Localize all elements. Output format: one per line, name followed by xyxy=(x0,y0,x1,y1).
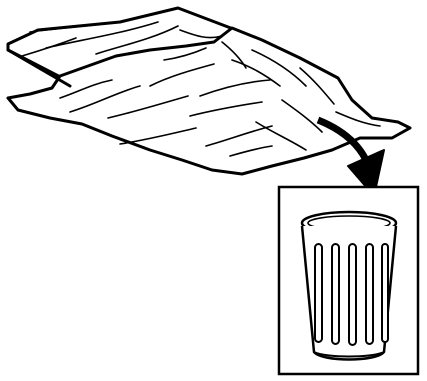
crumpled-wrapper-icon xyxy=(8,8,410,174)
trash-can-icon xyxy=(279,187,418,374)
